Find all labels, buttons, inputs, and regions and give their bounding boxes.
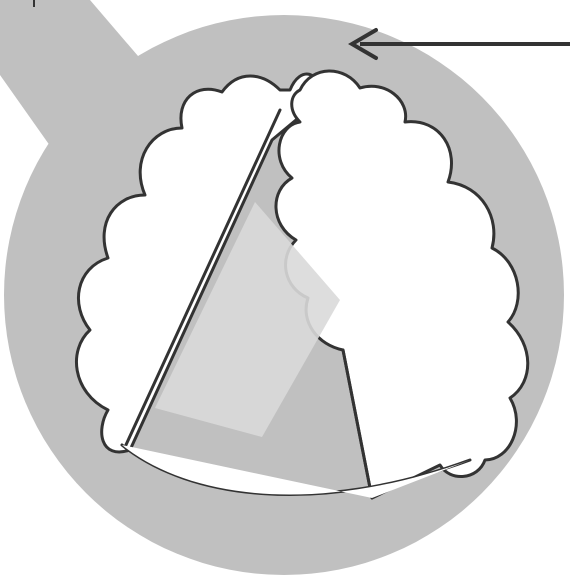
- diagram-canvas: [0, 0, 570, 585]
